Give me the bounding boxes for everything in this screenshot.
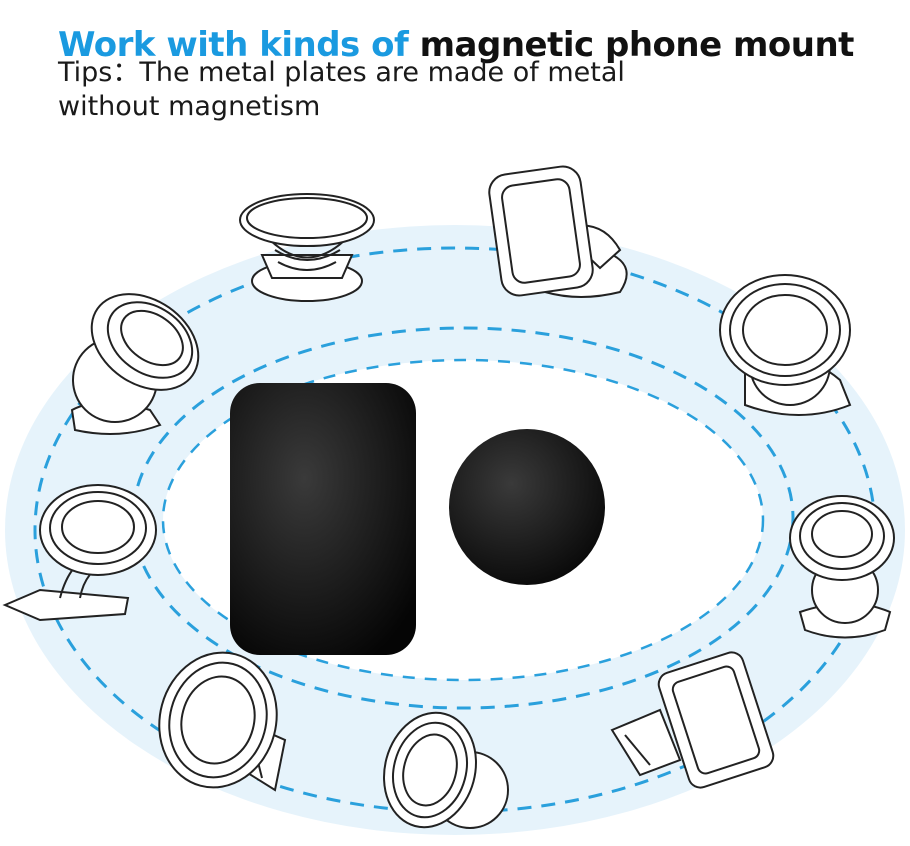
ball-joint-mount-icon-left	[70, 293, 200, 435]
dashboard-stand-mount-icon	[488, 165, 628, 298]
rectangular-metal-plate	[230, 383, 416, 655]
pop-socket-mount-icon	[239, 193, 375, 302]
ball-joint-mount-icon-right	[719, 274, 852, 416]
adhesive-tab-mount-icon	[2, 484, 157, 622]
headline: Work with kinds of magnetic phone mount	[58, 25, 854, 65]
tips-line-1: Tips：The metal plates are made of metal	[58, 57, 625, 88]
air-vent-rectangular-mount-icon	[610, 651, 775, 789]
bottom-ball-mount-icon	[383, 711, 509, 829]
suction-ball-mount-icon	[789, 495, 895, 639]
air-vent-round-mount-icon	[158, 651, 287, 792]
tips-text: Tips：The metal plates are made of metal …	[58, 56, 625, 124]
headline-dark-part: magnetic phone mount	[419, 24, 855, 65]
headline-blue-part: Work with kinds of	[58, 24, 409, 65]
tips-line-2: without magnetism	[58, 91, 321, 122]
round-metal-plate	[449, 429, 605, 585]
